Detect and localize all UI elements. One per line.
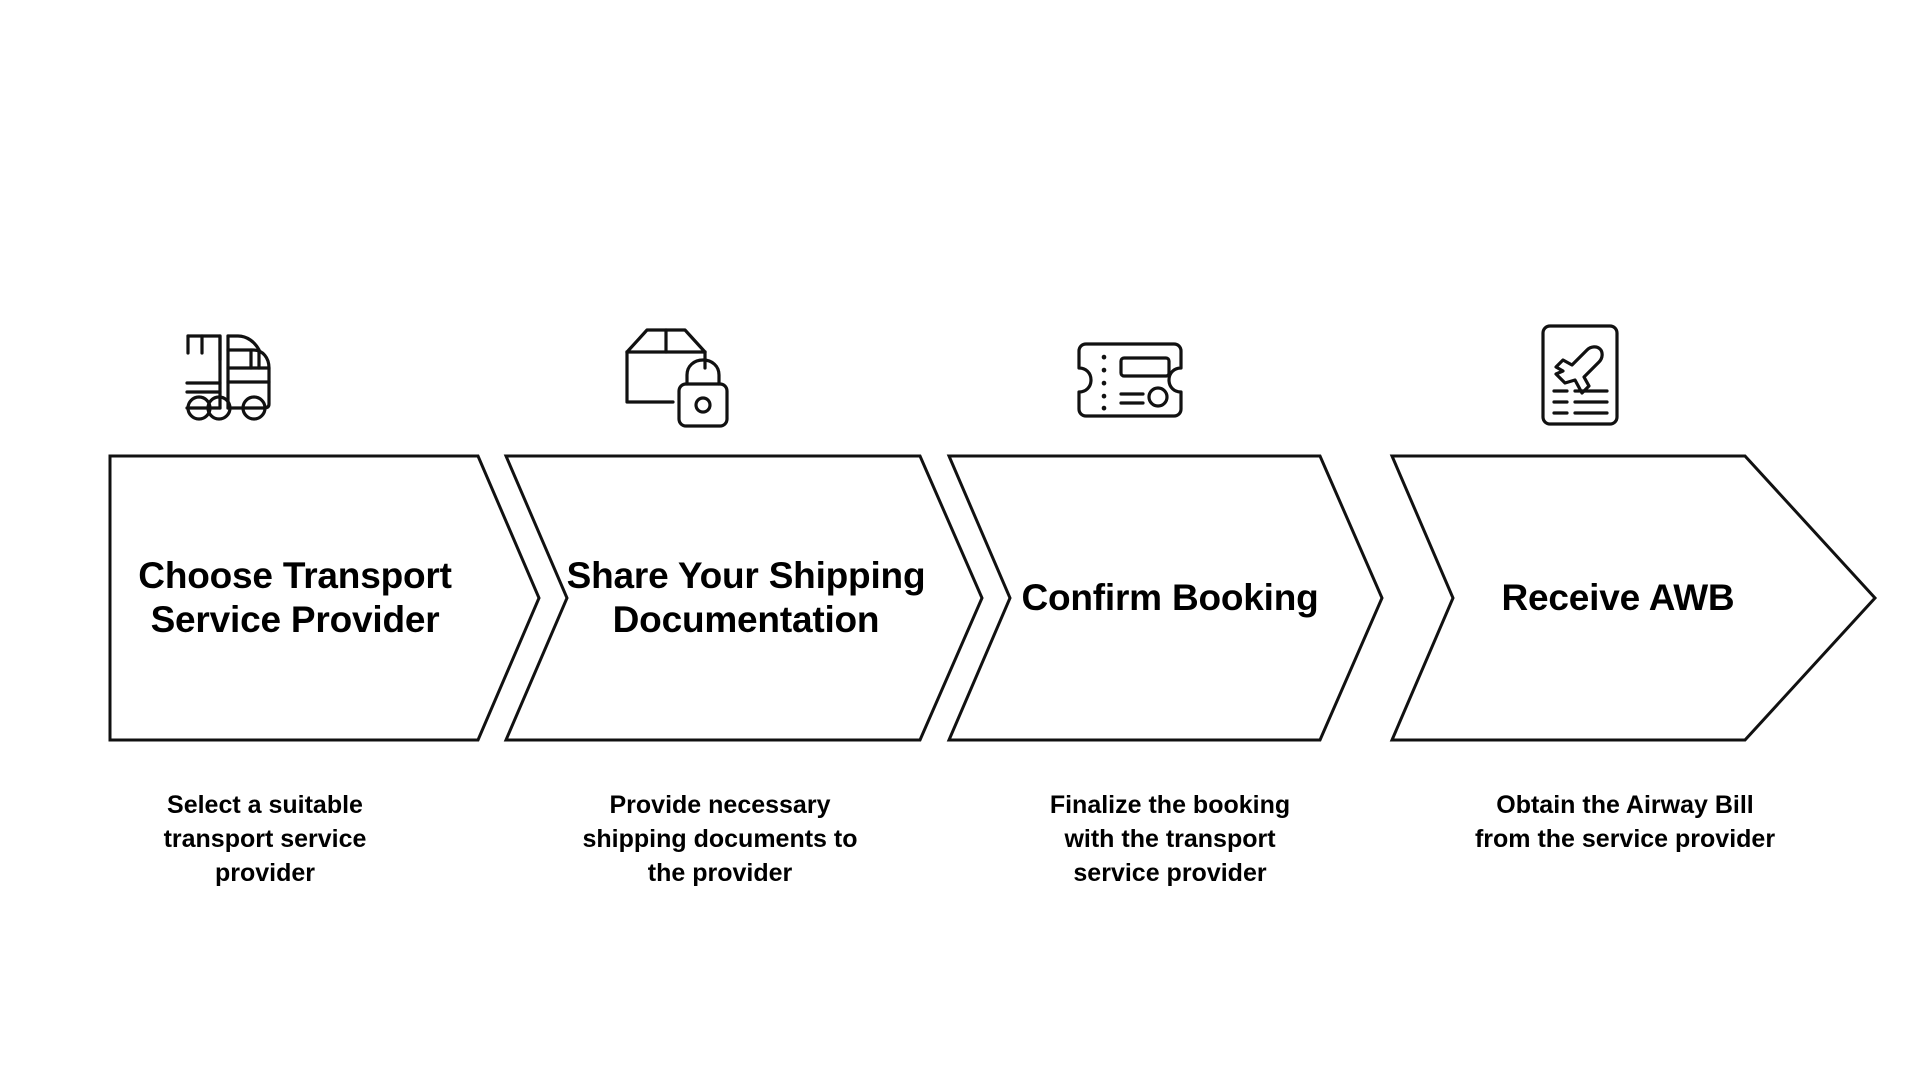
step-caption-3: Finalize the booking with the transport … [1049,791,1291,887]
chevron-shapes [108,454,1878,742]
chevron-shape-2[interactable] [503,454,984,742]
step-caption-4: Obtain the Airway Bill from the service … [1474,791,1776,853]
chevron-shape-4[interactable] [1389,454,1878,742]
package-lock-icon [625,328,729,428]
caption-row: Select a suitable transport service prov… [0,788,1920,928]
step-1-icon-slot [175,300,305,430]
ticket-icon [1077,342,1183,418]
truck-icon [185,334,271,421]
step-3-icon-slot [1065,300,1195,430]
step-4-icon-slot [1515,300,1645,430]
chevron-shape-3[interactable] [946,454,1384,742]
step-caption-1: Select a suitable transport service prov… [163,791,367,887]
icon-row [0,300,1920,430]
chevron-shape-1[interactable] [108,454,541,742]
chevron-band: Choose Transport Service Provider Share … [0,452,1920,744]
step-2-icon-slot [615,300,745,430]
airway-bill-document-icon [1541,324,1619,426]
step-caption-2: Provide necessary shipping documents to … [582,791,858,887]
